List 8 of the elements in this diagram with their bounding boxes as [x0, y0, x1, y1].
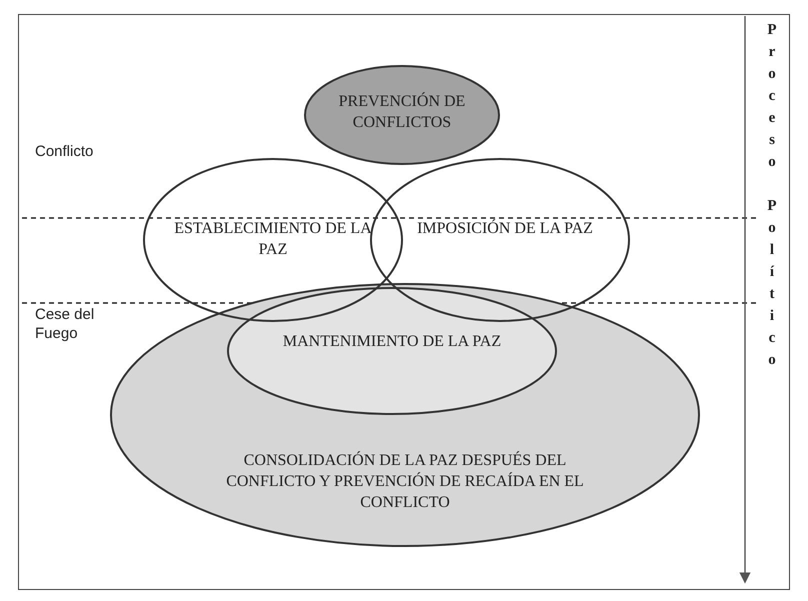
side-label: Conflicto — [35, 142, 94, 161]
region-label: PREVENCIÓN DE CONFLICTOS — [338, 91, 466, 133]
region-label: IMPOSICIÓN DE LA PAZ — [416, 218, 594, 239]
side-label: Cese del Fuego — [35, 305, 96, 343]
region-label: ESTABLECIMIENTO DE LA PAZ — [173, 219, 373, 260]
region-label: CONSOLIDACIÓN DE LA PAZ DESPUÉS DEL CONFLICTO Y PREVENCIÓN DE RECAÍDA EN EL CONFLICTO — [225, 450, 585, 513]
vertical-label: Proceso Político — [763, 22, 781, 374]
region-label: MANTENIMIENTO DE LA PAZ — [282, 332, 502, 352]
